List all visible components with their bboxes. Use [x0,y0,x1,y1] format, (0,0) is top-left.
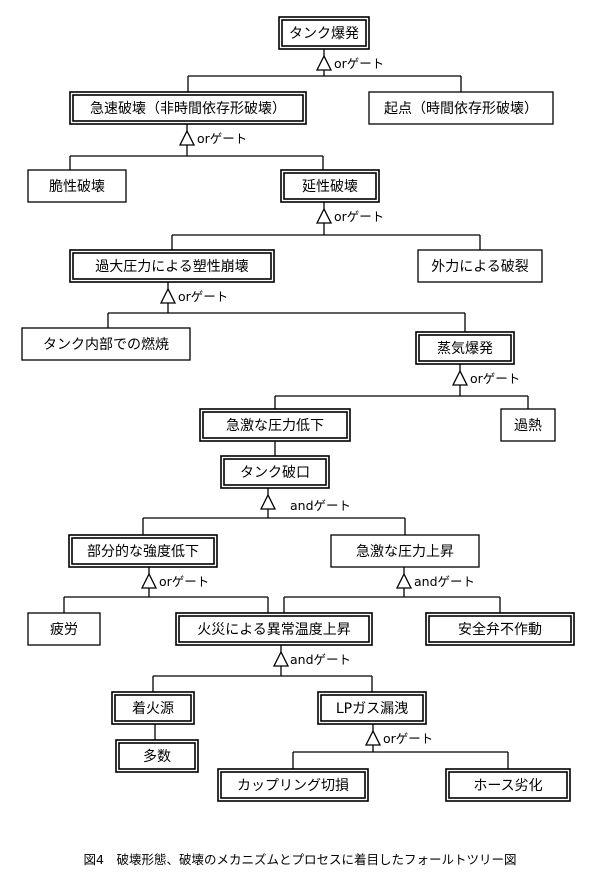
event-box-inner-border [72,252,272,280]
gate-triangle-icon [451,369,469,386]
event-label-vapor-explosion: 蒸気爆発 [437,341,493,357]
event-box-inner-border [118,742,196,770]
event-box-inner-border [418,334,512,362]
event-label-plastic-collapse: 過大圧力による塑性崩壊 [95,259,249,275]
event-box-overheat [500,408,556,442]
event-box-inner-border [178,615,370,643]
event-box-inner-border [320,694,424,722]
gate-label: orゲート [334,56,384,71]
gate-triangle-icon [364,729,382,746]
event-label-many: 多数 [143,748,171,765]
event-box-inner-border [283,172,377,200]
event-box-external-force [417,249,543,283]
event-box-inner-border [72,94,304,122]
gate-triangle-icon [315,54,333,71]
gate-label: orゲート [334,209,384,224]
gate-triangle-icon [140,572,158,589]
gate-label: orゲート [178,289,228,304]
gate-triangle-icon [395,572,413,589]
event-box-tank-breach [220,455,330,489]
event-label-rapid-pressure-drop: 急激な圧力低下 [226,417,324,434]
event-box-internal-combust [21,327,191,361]
event-box-brittle [27,169,127,203]
event-box-rapid-failure [69,91,307,125]
figure-caption: 図4 破壊形態、破壊のメカニズムとプロセスに着目したフォールトツリー図 [83,852,517,867]
event-box-origin [368,91,554,125]
gate-label: orゲート [383,731,433,746]
event-box-inner-border [428,615,572,643]
event-box-coupling-damage [217,768,369,802]
event-box-fatigue [27,612,101,646]
event-label-overheat: 過熱 [514,418,542,434]
event-label-rapid-failure: 急速破壊（非時間依存形破壊） [90,101,286,117]
gate-triangle-icon [159,287,177,304]
gate-triangle-icon [178,129,196,146]
event-box-inner-border [202,411,348,439]
event-box-plastic-collapse [69,249,275,283]
event-box-hose-degradation [445,768,571,802]
event-label-fire-temp-rise: 火災による異常温度上昇 [197,622,351,638]
event-box-fire-temp-rise [175,612,373,646]
event-label-brittle: 脆性破壊 [49,178,105,195]
gate-triangle-icon [259,493,277,510]
event-box-many [115,739,199,773]
event-label-partial-strength: 部分的な強度低下 [87,544,199,560]
event-box-inner-border [71,537,215,565]
event-label-fatigue: 疲労 [50,621,78,638]
gate-label: andゲート [290,498,351,513]
event-box-inner-border [220,771,366,799]
gate-label: andゲート [290,652,351,667]
event-label-hose-degradation: ホース劣化 [473,778,542,794]
gate-label: andゲート [414,574,475,589]
event-box-partial-strength [68,534,218,568]
event-box-inner-border [448,771,568,799]
gate-label: orゲート [470,371,520,386]
event-box-lp-gas-leak [317,691,427,725]
event-box-inner-border [281,19,367,47]
event-label-lp-gas-leak: LPガス漏洩 [336,701,408,717]
event-box-ignition-source [111,691,195,725]
gate-label: orゲート [197,131,247,146]
event-label-origin: 起点（時間依存形破壊） [384,101,538,117]
gate-triangle-icon [272,650,290,667]
event-box-inner-border [114,694,192,722]
event-label-safety-valve: 安全弁不作動 [458,621,542,638]
event-box-safety-valve [425,612,575,646]
event-label-rapid-pressure-rise: 急激な圧力上昇 [356,543,454,560]
event-label-tank-explosion: タンク爆発 [289,26,359,42]
event-box-rapid-pressure-rise [330,534,480,568]
event-label-internal-combust: タンク内部での燃焼 [43,336,169,353]
event-box-inner-border [223,458,327,486]
event-box-tank-explosion [278,16,370,50]
event-box-ductile [280,169,380,203]
event-label-ignition-source: 着火源 [132,701,174,717]
gate-triangle-icon [315,207,333,224]
event-box-rapid-pressure-drop [199,408,351,442]
event-label-external-force: 外力による破裂 [431,259,529,275]
event-label-tank-breach: タンク破口 [240,465,310,481]
event-box-vapor-explosion [415,331,515,365]
event-label-ductile: 延性破壊 [302,179,358,195]
event-label-coupling-damage: カップリング切損 [237,778,349,794]
gate-label: orゲート [159,574,209,589]
